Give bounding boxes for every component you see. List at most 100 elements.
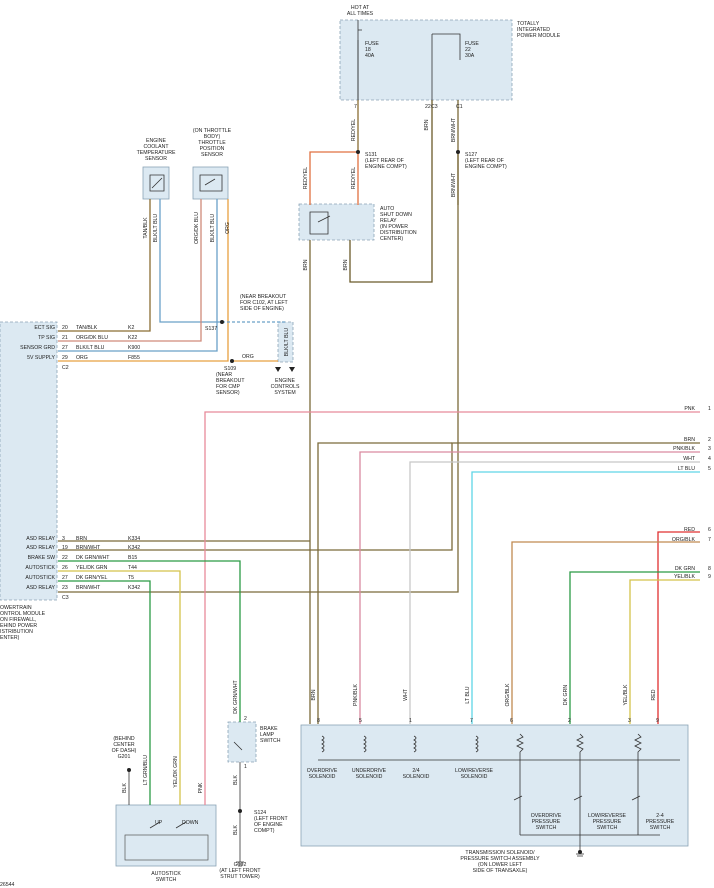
s109-note: FOR CMP xyxy=(216,384,240,390)
wire-label-red-yel: RED/YEL xyxy=(351,119,357,141)
wire-tan-blk xyxy=(58,199,151,332)
g102-label: STRUT TOWER) xyxy=(220,874,260,880)
pcm-pin-name: BRAKE SW xyxy=(28,555,55,561)
wire-brn-2 xyxy=(317,442,452,724)
pcm-label: OWERTRAIN xyxy=(0,605,32,611)
ect-sensor-label: COOLANT xyxy=(143,144,169,150)
pcm-circuit: K342 xyxy=(128,585,140,591)
solenoid-label: SOLENOID xyxy=(403,774,430,780)
right-wire-color: PNK/BLK xyxy=(673,446,695,452)
pcm-wire-color: BLK/LT BLU xyxy=(76,345,105,351)
tipm-label: POWER MODULE xyxy=(517,33,561,39)
asd-relay-label: SHUT DOWN xyxy=(380,212,412,218)
wire-label-tan-blk: TAN/BLK xyxy=(143,217,149,239)
right-wire-color: PNK xyxy=(684,406,695,412)
wire-label-brn: BRN xyxy=(424,119,430,130)
brake-switch-label: SWITCH xyxy=(260,738,281,744)
g201-label: (BEHIND xyxy=(113,736,135,742)
wire-label-dk-grn-wht: DK GRN/WHT xyxy=(233,679,239,713)
solenoid-label: OVERDRIVE xyxy=(307,768,338,774)
tipm-box xyxy=(339,19,513,101)
wire-label-brn-wht-2: BRN/WHT xyxy=(451,172,457,197)
right-pin-number: 3 xyxy=(708,446,711,452)
s131-label: ENGINE COMPT) xyxy=(365,164,407,170)
wire-org-blk-7 xyxy=(511,541,700,724)
trans-wire-label: RED xyxy=(651,689,657,700)
wire-red-6 xyxy=(657,531,700,724)
s137-label: S137 xyxy=(205,326,217,332)
s109-note: BREAKOUT xyxy=(216,378,245,384)
autostick-label: SWITCH xyxy=(156,877,177,883)
wire-label-org-dk-blu: ORG/DK BLU xyxy=(194,212,200,244)
autostick-down-label: DOWN xyxy=(182,820,199,826)
right-wire-color: ORG/BLK xyxy=(672,537,696,543)
trans-pin-number: 1 xyxy=(409,718,412,724)
wire-dk-grn-wht xyxy=(58,560,241,722)
solenoid-label: LOW/REVERSE xyxy=(455,768,494,774)
s127-label: ENGINE COMPT) xyxy=(465,164,507,170)
brake-switch-label: LAMP xyxy=(260,732,275,738)
trans-assembly-label: SIDE OF TRANSAXLE) xyxy=(473,868,528,874)
ecs-connector xyxy=(277,321,294,363)
ecs-label: ENGINE xyxy=(275,378,295,384)
right-pin-number: 5 xyxy=(708,466,711,472)
right-wire-color: WHT xyxy=(683,456,696,462)
trans-assembly-box xyxy=(300,724,689,847)
pressure-switch-label: LOW/REVERSE xyxy=(588,813,627,819)
s124-label: S124 xyxy=(254,810,266,816)
pcm-pin-number: 20 xyxy=(62,325,68,331)
trans-pin-number: 5 xyxy=(359,718,362,724)
wire-label-red-yel-2: RED/YEL xyxy=(303,167,309,189)
s137-note: (NEAR BREAKOUT xyxy=(240,294,287,300)
right-pin-number: 1 xyxy=(708,406,711,412)
trans-wire-label: WHT xyxy=(403,688,409,701)
splice-dots xyxy=(127,150,582,854)
pressure-switch-label: PRESSURE xyxy=(593,819,622,825)
autostick-up-label: UP xyxy=(155,820,163,826)
asd-relay-label: AUTO xyxy=(380,206,394,212)
asd-relay-label: CENTER) xyxy=(380,236,403,242)
solenoid-label: 2/4 xyxy=(412,768,419,774)
pcm-box xyxy=(0,321,58,601)
s131-label: (LEFT REAR OF xyxy=(365,158,404,164)
wire-yel-blk-9 xyxy=(629,579,700,724)
right-pin-number: 2 xyxy=(708,437,711,443)
pcm-pin-name: AUTOSTICK xyxy=(25,565,55,571)
right-pin-number: 4 xyxy=(708,456,711,462)
g201-label: CENTER xyxy=(113,742,135,748)
trans-wire-label: PNK/BLK xyxy=(353,684,359,706)
wire-lt-blu-5 xyxy=(471,471,700,724)
wire-label-brn-wht: BRN/WHT xyxy=(451,117,457,142)
right-wire-color: LT BLU xyxy=(678,466,695,472)
tipm-label: INTEGRATED xyxy=(517,27,550,33)
pcm-pin-name: TP SIG xyxy=(38,335,55,341)
pcm-wire-color: TAN/BLK xyxy=(76,325,98,331)
wire-label-red-yel-3: RED/YEL xyxy=(351,167,357,189)
g102-label: G102 xyxy=(234,862,247,868)
pcm-wire-color: BRN xyxy=(76,536,87,542)
wire-label-org: ORG xyxy=(225,222,231,234)
trans-pin-number: 6 xyxy=(510,718,513,724)
ecs-label: SYSTEM xyxy=(274,390,295,396)
pcm-wire-color: ORG/DK BLU xyxy=(76,335,108,341)
pcm-pin-name: SENSOR GRD xyxy=(20,345,55,351)
trans-wire-label: DK GRN xyxy=(563,685,569,705)
pcm-circuit: K2 xyxy=(128,325,134,331)
s109-note: SENSOR) xyxy=(216,390,240,396)
pcm-pin-number: 27 xyxy=(62,575,68,581)
wire-label-lt-grn-blu: LT GRN/BLU xyxy=(143,755,149,785)
solenoid-label: SOLENOID xyxy=(356,774,383,780)
wire-yel-dk-grn xyxy=(58,570,181,805)
fuse18-label: 40A xyxy=(365,53,375,59)
asd-relay-label: DISTRIBUTION xyxy=(380,230,417,236)
pcm-pin-name: ECT SIG xyxy=(34,325,55,331)
pcm-wire-color: DK GRN/WHT xyxy=(76,555,110,561)
tipm-pin-7: 7 xyxy=(354,104,357,110)
pcm-pin-name: 5V SUPPLY xyxy=(27,355,55,361)
tps-sensor-label: SENSOR xyxy=(201,152,223,158)
fuse18-label: FUSE xyxy=(365,41,379,47)
pcm-circuit: K342 xyxy=(128,545,140,551)
wire-label-brn-2: BRN xyxy=(303,259,309,270)
tipm-pin-c3: C3 xyxy=(431,104,438,110)
